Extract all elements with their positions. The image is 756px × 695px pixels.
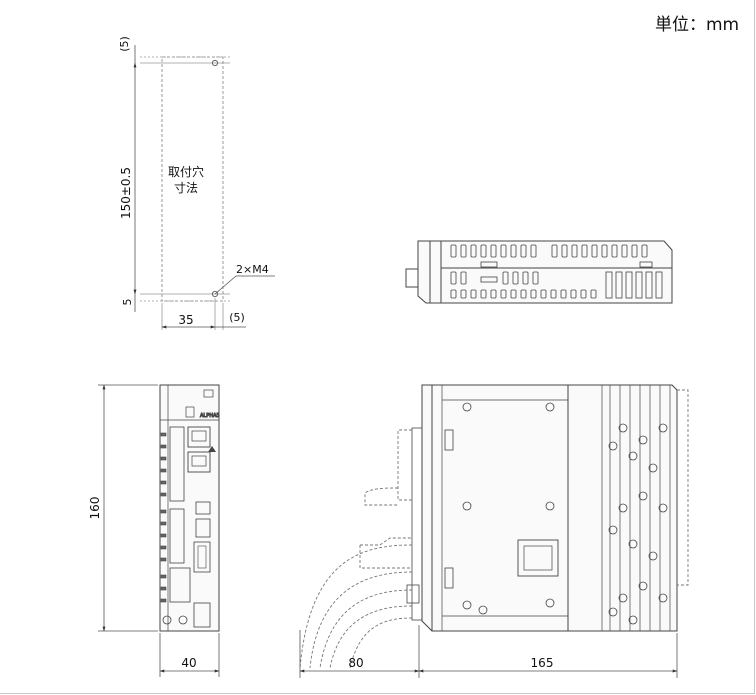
- mounting-outline: [161, 56, 224, 302]
- cable-dim-label: 80: [348, 656, 363, 670]
- unit-label: 単位：mm: [655, 15, 740, 35]
- screw-label: 2×M4: [236, 263, 269, 276]
- hole-label-line1: 取付穴: [168, 164, 204, 179]
- mount-hole-top: [211, 59, 219, 67]
- side-body: [421, 384, 678, 632]
- right-offset-label: (5): [229, 311, 245, 324]
- top-offset-label: (5): [118, 36, 131, 52]
- height-dim-label: 150±0.5: [119, 167, 133, 219]
- width-dim-label: 35: [178, 313, 193, 327]
- depth-dim-label: 165: [531, 656, 554, 670]
- cable-outlines: [299, 389, 689, 669]
- top-view: [405, 240, 673, 304]
- front-brand-label: ALPHA5: [200, 413, 220, 419]
- front-view: ALPHA5: [159, 384, 220, 632]
- side-holes: [462, 402, 668, 625]
- bottom-offset-label: 5: [121, 299, 134, 306]
- top-view-vents: [450, 244, 663, 299]
- side-dims: [299, 625, 678, 678]
- mount-hole-bottom: [211, 290, 219, 298]
- mounting-hole-drawing: (5) 150±0.5 5 35 (5) 取付穴 寸法 2×M4: [118, 36, 275, 330]
- side-fins: [609, 385, 671, 631]
- front-width-label: 40: [181, 656, 196, 670]
- hole-label-line2: 寸法: [174, 181, 198, 195]
- front-dims: [98, 384, 220, 677]
- front-height-label: 160: [88, 497, 102, 520]
- front-terminals: [160, 432, 167, 603]
- side-view: [406, 384, 678, 632]
